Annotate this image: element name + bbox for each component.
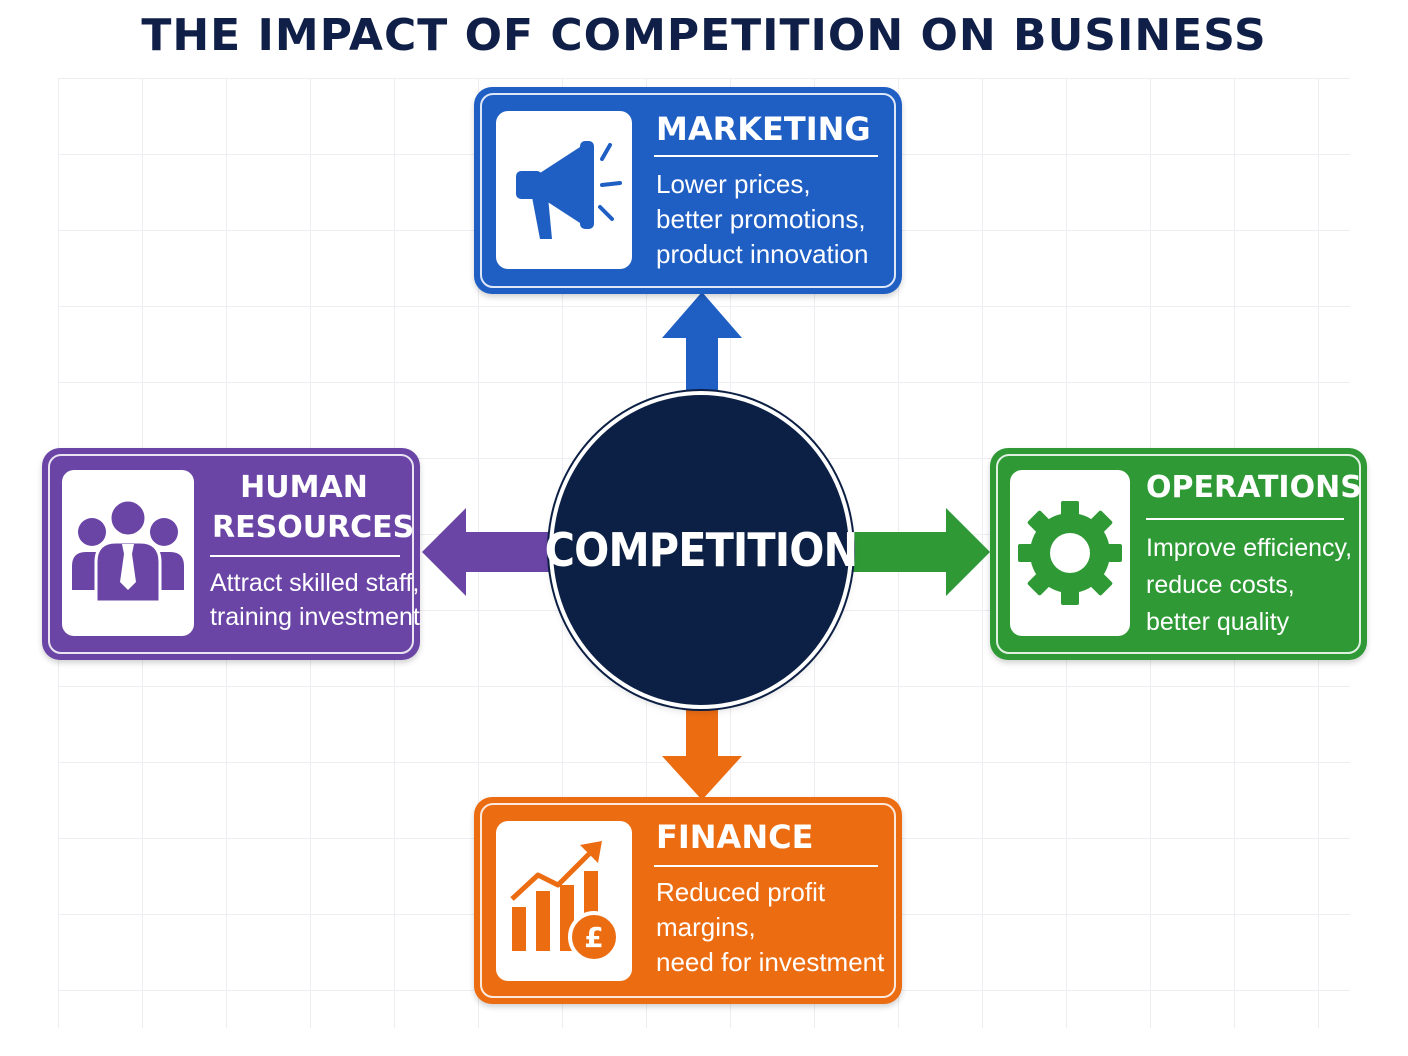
operations-node: OPERATIONS Improve efficiency, reduce co…	[990, 448, 1367, 660]
finance-icon-box: £	[496, 821, 632, 981]
marketing-title: MARKETING	[656, 110, 871, 148]
human-resources-node-border	[48, 454, 414, 654]
diagram-title: THE IMPACT OF COMPETITION ON BUSINESS	[141, 10, 1267, 61]
competition-node: COMPETITION	[544, 395, 859, 705]
people-team-icon	[72, 498, 184, 604]
finance-description: Reduced profit margins, need for investm…	[656, 877, 885, 977]
operations-icon-box	[1010, 470, 1130, 636]
human-resources-icon-box	[62, 470, 194, 636]
operations-title: OPERATIONS	[1146, 470, 1362, 505]
svg-text:£: £	[584, 921, 603, 954]
finance-title: FINANCE	[656, 818, 814, 856]
human-resources-title: HUMAN RESOURCES	[212, 470, 415, 545]
finance-node-border	[480, 803, 896, 998]
arrow-to-marketing	[662, 292, 742, 395]
finance-divider	[654, 865, 878, 867]
marketing-description: Lower prices, better promotions, product…	[656, 169, 869, 269]
gear-icon	[1018, 501, 1122, 605]
operations-node-border	[996, 454, 1361, 654]
megaphone-icon	[516, 141, 622, 239]
human-resources-divider	[210, 555, 400, 557]
human-resources-description: Attract skilled staff, training investme…	[210, 569, 420, 631]
arrow-to-human-resources	[422, 508, 560, 596]
competition-label: COMPETITION	[544, 523, 859, 577]
marketing-node: MARKETING Lower prices, better promotion…	[474, 87, 902, 294]
operations-divider	[1146, 518, 1344, 520]
chart-pound-icon: £	[510, 841, 620, 963]
marketing-node-border	[480, 93, 896, 288]
arrow-to-finance	[662, 700, 742, 800]
human-resources-node: HUMAN RESOURCES Attract skilled staff, t…	[42, 448, 420, 660]
marketing-icon-box	[496, 111, 632, 269]
arrow-to-operations	[842, 508, 990, 596]
operations-description: Improve efficiency, reduce costs, better…	[1146, 534, 1353, 636]
marketing-divider	[654, 155, 878, 157]
finance-node: £ FINANCE Reduced profit margins, need f…	[474, 797, 902, 1004]
